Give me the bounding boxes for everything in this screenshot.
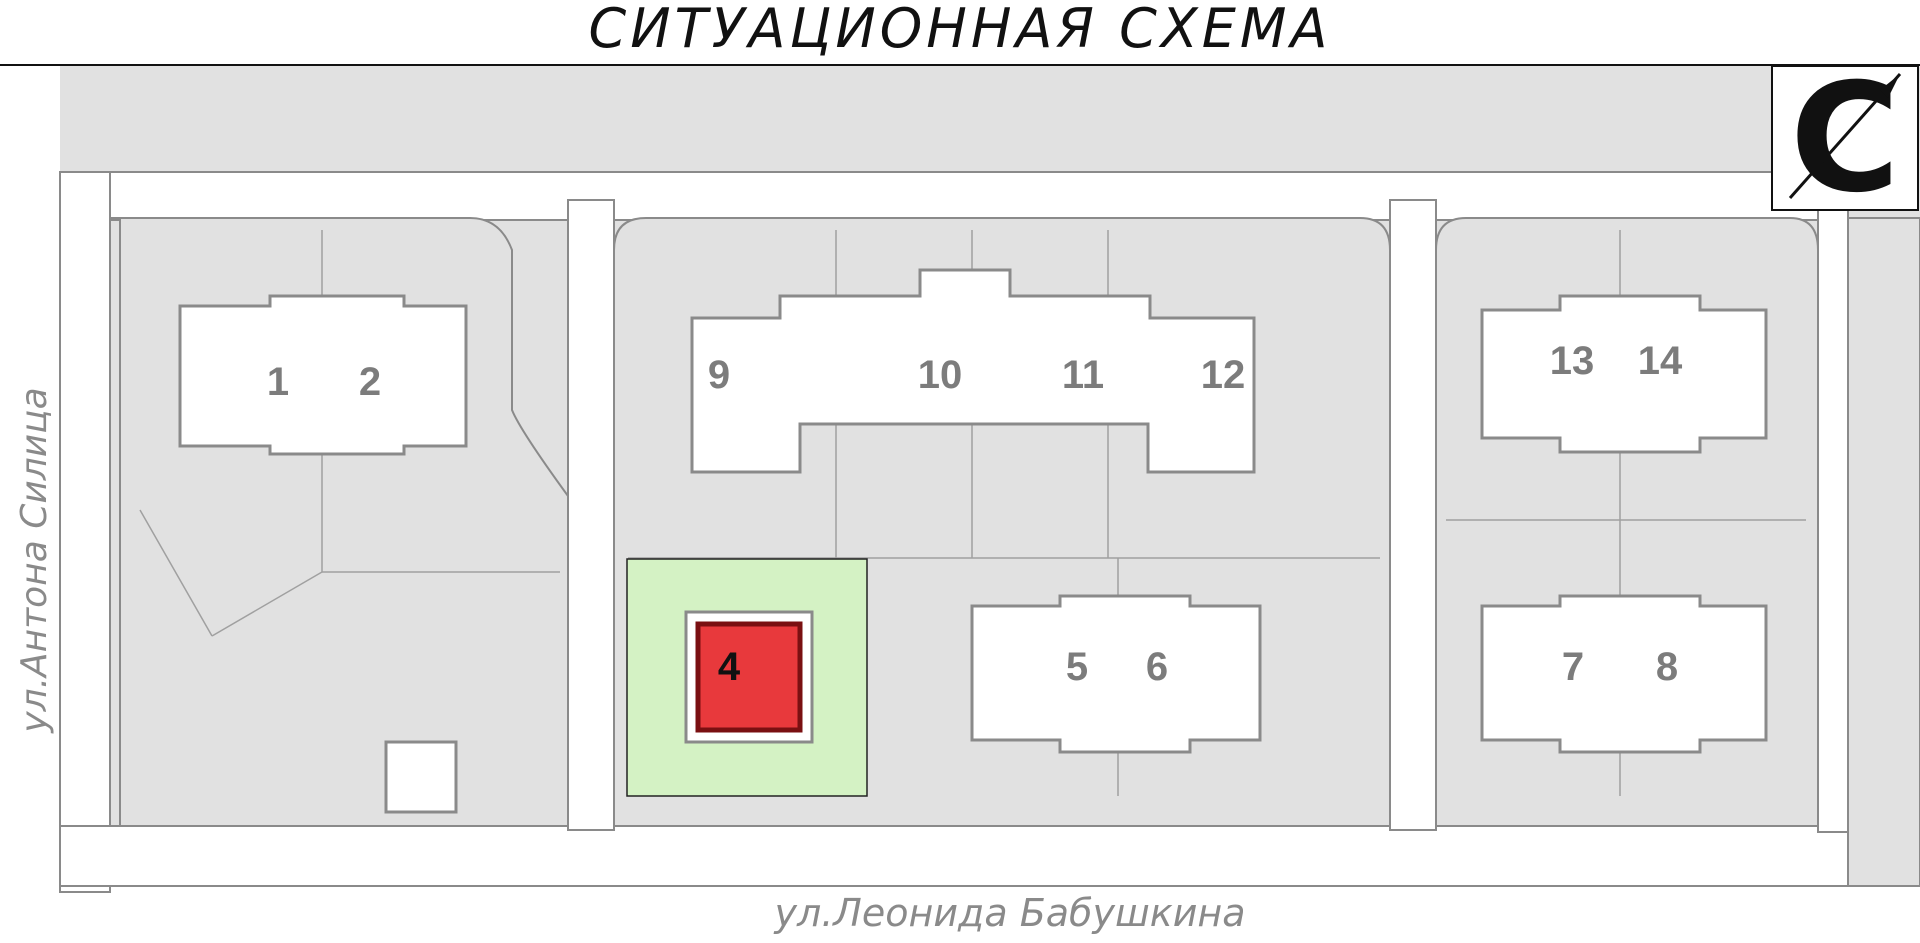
- street-label-west: ул.Антона Силица: [14, 387, 55, 733]
- north-compass: С: [1771, 64, 1919, 226]
- building-12-label[interactable]: 12: [1201, 353, 1246, 397]
- building-4-highlight[interactable]: [695, 621, 803, 733]
- road-network: [59, 171, 1920, 893]
- site-plan-map[interactable]: С ул.Антона Силица ул.Леонида Бабушкина …: [0, 64, 1920, 943]
- building-14-label[interactable]: 14: [1638, 339, 1683, 383]
- building-6-label[interactable]: 6: [1146, 645, 1168, 689]
- building-11-label[interactable]: 11: [1062, 353, 1104, 397]
- building-1-label[interactable]: 1: [267, 360, 289, 404]
- building-9-label[interactable]: 9: [708, 353, 730, 397]
- building-13-label[interactable]: 13: [1550, 339, 1595, 383]
- building-7-label[interactable]: 7: [1562, 645, 1584, 689]
- building-8-label[interactable]: 8: [1656, 645, 1678, 689]
- building-5-label[interactable]: 5: [1066, 645, 1088, 689]
- building-2-label[interactable]: 2: [359, 360, 381, 404]
- building-4-label[interactable]: 4: [718, 645, 741, 689]
- street-label-south: ул.Леонида Бабушкина: [773, 891, 1245, 935]
- building-footprints: [178, 268, 1768, 814]
- page-title: СИТУАЦИОННАЯ СХЕМА: [588, 0, 1332, 60]
- building-10-label[interactable]: 10: [918, 353, 963, 397]
